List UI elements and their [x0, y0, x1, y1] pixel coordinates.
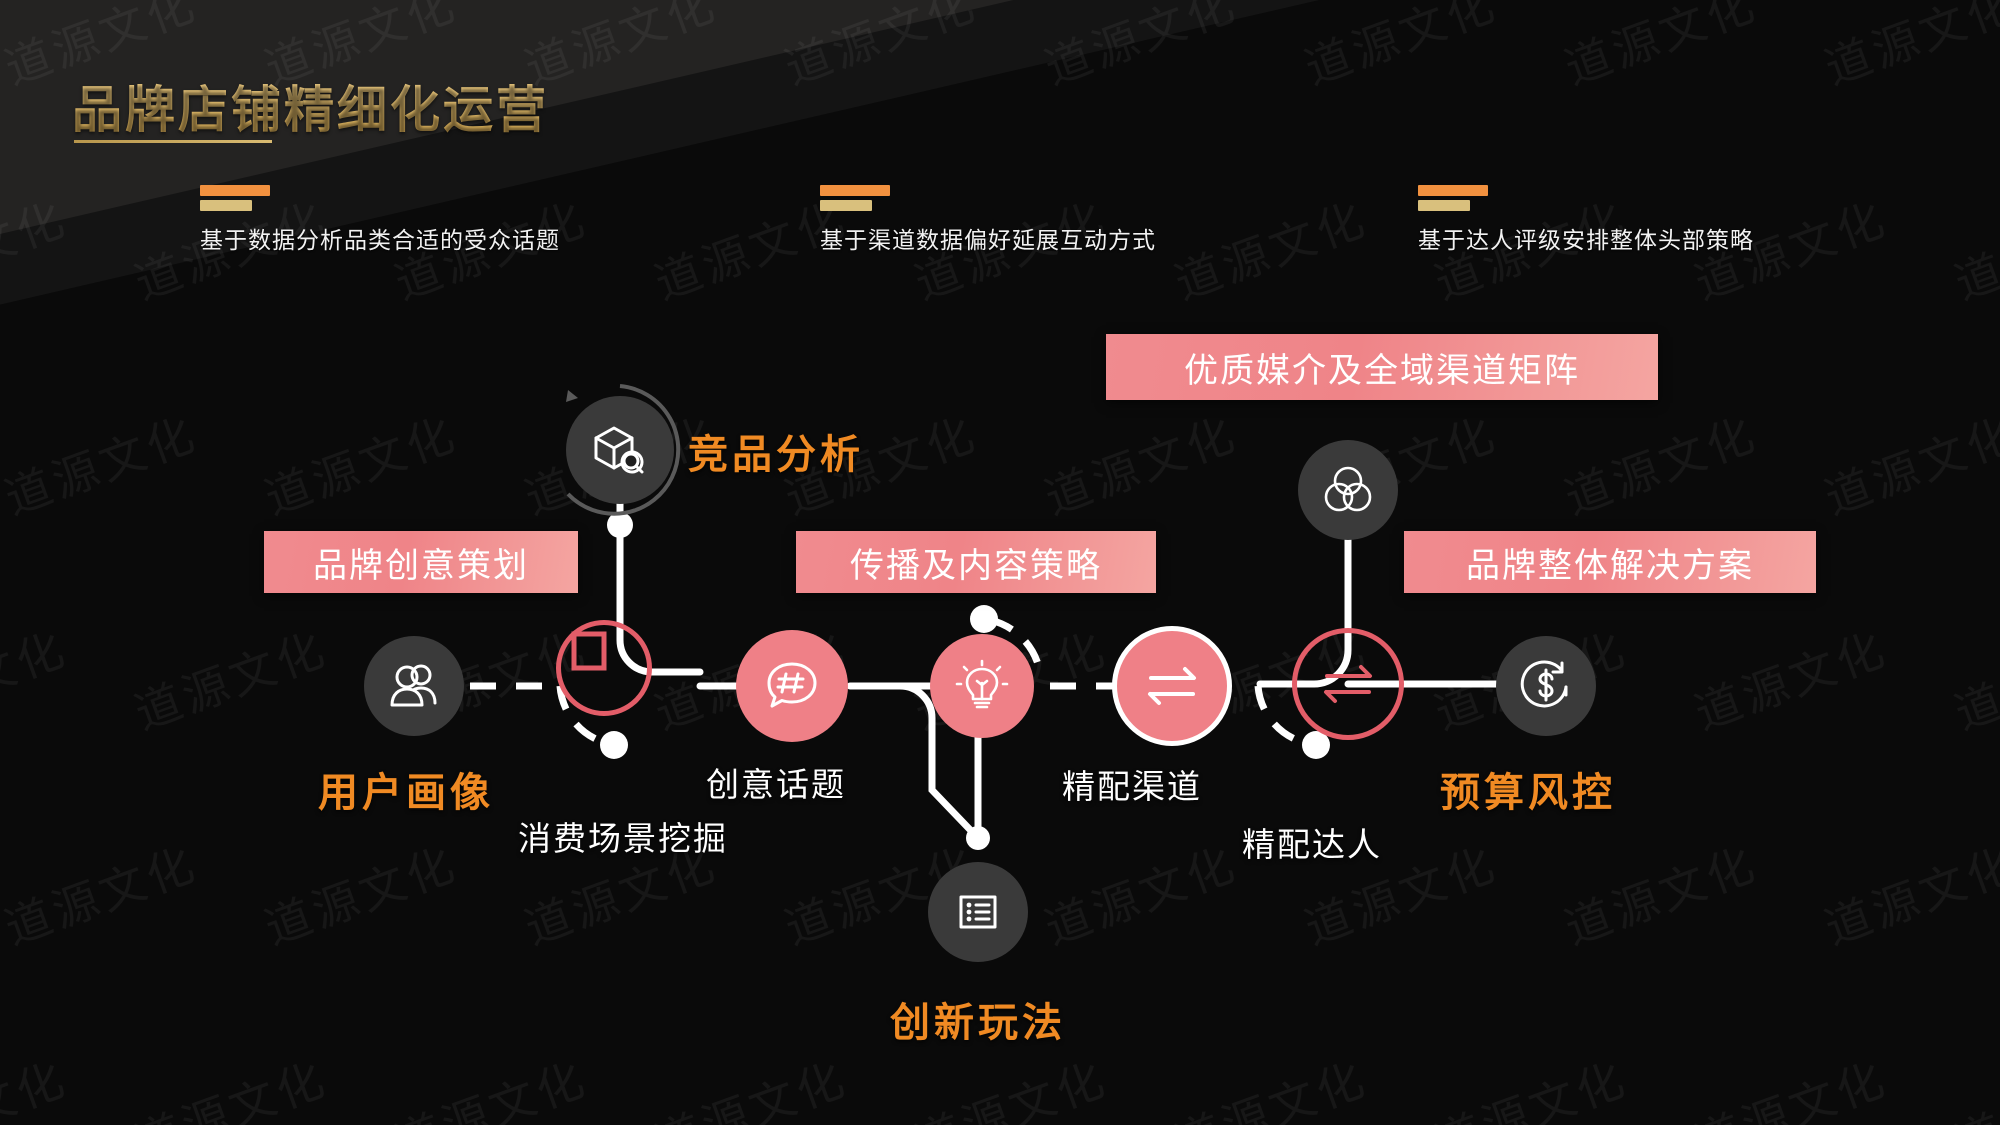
node-budget-control[interactable]	[1496, 636, 1596, 736]
pill-content-strategy[interactable]: 传播及内容策略	[796, 531, 1156, 593]
lightbulb-icon	[951, 655, 1013, 717]
label-user-profile: 用户画像	[318, 771, 494, 815]
subtitle-text-1: 基于数据分析品类合适的受众话题	[200, 227, 560, 253]
label-innovation-play: 创新玩法	[890, 1001, 1066, 1045]
subtitle-block-2: 基于渠道数据偏好延展互动方式	[820, 185, 1156, 255]
hashtag-bubble-icon	[760, 654, 824, 718]
pill-media-matrix-label: 优质媒介及全域渠道矩阵	[1184, 351, 1580, 390]
subtitle-marker-2	[820, 185, 1156, 211]
users-icon	[385, 657, 443, 715]
node-lightbulb[interactable]	[930, 634, 1034, 738]
pill-content-strategy-label: 传播及内容策略	[850, 546, 1102, 585]
subtitle-text-2: 基于渠道数据偏好延展互动方式	[820, 227, 1156, 253]
pill-brand-creative-label: 品牌创意策划	[313, 546, 529, 585]
node-venn[interactable]	[1298, 440, 1398, 540]
venn-circles-icon	[1318, 460, 1378, 520]
page-title: 品牌店铺精细化运营	[72, 70, 549, 142]
exchange-outline-icon	[1315, 651, 1381, 717]
node-channel-match[interactable]	[1112, 626, 1232, 746]
node-user-profile[interactable]	[364, 636, 464, 736]
pill-brand-creative[interactable]: 品牌创意策划	[264, 531, 578, 593]
label-consumption-scene: 消费场景挖掘	[518, 820, 728, 857]
box-search-icon	[588, 418, 652, 482]
label-competitor-analysis: 竞品分析	[688, 433, 864, 477]
node-creative-topic[interactable]	[736, 630, 848, 742]
label-influencer-match: 精配达人	[1242, 826, 1382, 863]
node-competitor-analysis[interactable]	[566, 396, 674, 504]
label-channel-match: 精配渠道	[1062, 768, 1202, 805]
subtitle-block-1: 基于数据分析品类合适的受众话题	[200, 185, 560, 255]
subtitle-block-3: 基于达人评级安排整体头部策略	[1418, 185, 1754, 255]
subtitle-marker-3	[1418, 185, 1754, 211]
pill-media-matrix[interactable]: 优质媒介及全域渠道矩阵	[1106, 334, 1658, 400]
node-influencer-match[interactable]	[1292, 628, 1404, 740]
dollar-cycle-icon	[1515, 655, 1577, 717]
pie-chart-icon	[556, 620, 652, 716]
label-creative-topic: 创意话题	[706, 766, 846, 803]
node-innovation-play[interactable]	[928, 862, 1028, 962]
subtitle-text-3: 基于达人评级安排整体头部策略	[1418, 227, 1754, 253]
title-underline	[74, 140, 272, 143]
exchange-icon	[1139, 653, 1205, 719]
pill-brand-solution[interactable]: 品牌整体解决方案	[1404, 531, 1816, 593]
label-budget-control: 预算风控	[1440, 771, 1616, 815]
pill-brand-solution-label: 品牌整体解决方案	[1466, 546, 1754, 585]
node-competitor-arc	[566, 384, 681, 516]
subtitle-marker-1	[200, 185, 560, 211]
list-icon	[949, 883, 1007, 941]
node-consumption-scene[interactable]	[556, 620, 652, 716]
